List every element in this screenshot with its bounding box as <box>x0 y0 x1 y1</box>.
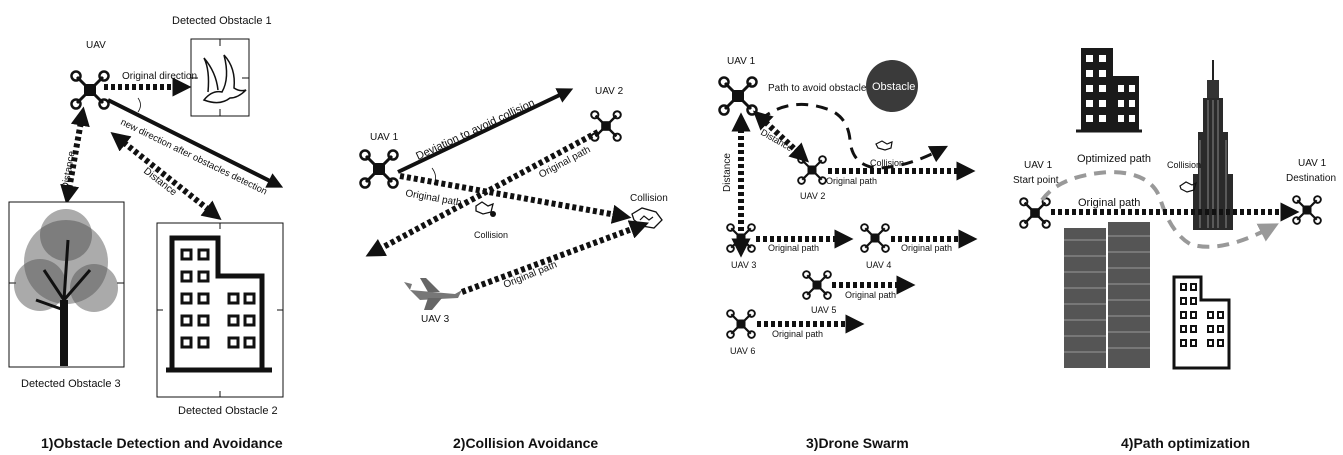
drone-icon <box>1292 195 1322 225</box>
uav3-original-path <box>460 220 650 295</box>
collision-icon <box>631 207 663 229</box>
uav1-original-path <box>399 173 632 224</box>
collision-label-2: Collision <box>630 193 668 204</box>
uav3-label: UAV 3 <box>731 260 756 270</box>
caption-drone-swarm: 3)Drone Swarm <box>806 435 909 451</box>
uav4-label: UAV 4 <box>866 260 891 270</box>
caption-collision-avoidance: 2)Collision Avoidance <box>453 435 598 451</box>
collision-label-1: Collision <box>474 230 508 240</box>
drone-icon <box>797 155 827 185</box>
uav3-original-path-label: Original path <box>768 243 819 253</box>
uav1-destination-label: UAV 1 <box>1298 158 1327 169</box>
collision-icon <box>1179 181 1197 193</box>
uav1-label: UAV 1 <box>727 56 756 67</box>
plane-icon <box>404 278 462 310</box>
drone-icon <box>590 110 622 142</box>
uav-label: UAV <box>86 40 106 51</box>
obstacle-1-label: Detected Obstacle 1 <box>172 15 272 27</box>
uav2-label: UAV 2 <box>595 86 624 97</box>
distance-arrow-tree <box>60 106 90 205</box>
deviation-label: Deviation to avoid collision <box>414 97 537 163</box>
drone-icon <box>70 70 110 110</box>
obstacle-label: Obstacle <box>872 81 915 93</box>
building-icon <box>1076 48 1142 133</box>
distance-arrow-diagonal <box>752 110 810 163</box>
uav4-original-path-label: Original path <box>901 243 952 253</box>
start-point-label: Start point <box>1013 175 1059 186</box>
obstacle-circle <box>866 60 918 112</box>
building-obstacle <box>156 222 284 398</box>
drone-icon <box>1019 197 1051 229</box>
drone-icon <box>726 309 756 339</box>
uav3-label: UAV 3 <box>421 314 450 325</box>
uav5-label: UAV 5 <box>811 305 836 315</box>
uav6-original-path-label: Original path <box>772 329 823 339</box>
panel-obstacle-detection: UAV Detected Obstacle 1 Original directi… <box>8 15 284 451</box>
twin-towers-icon <box>1064 222 1150 368</box>
original-direction-label: Original direction <box>122 71 197 82</box>
caption-path-optimization: 4)Path optimization <box>1121 435 1250 451</box>
obstacle-2-label: Detected Obstacle 2 <box>178 405 278 417</box>
uav5-original-path-label: Original path <box>845 290 896 300</box>
dove-icon <box>202 54 247 104</box>
skyscraper-icon <box>1193 60 1233 230</box>
uav2-original-path-label: Original path <box>826 176 877 186</box>
caption-obstacle-detection: 1)Obstacle Detection and Avoidance <box>41 435 283 451</box>
uav2-original-path <box>365 129 600 257</box>
uav1-label: UAV 1 <box>370 132 399 143</box>
drone-icon <box>718 76 758 116</box>
distance-label-vertical: Distance <box>722 153 733 192</box>
drone-icon <box>359 149 399 189</box>
deviation-arrow <box>397 88 574 174</box>
drone-icon <box>860 223 890 253</box>
optimized-path-label: Optimized path <box>1077 153 1151 165</box>
tree-obstacle <box>8 201 125 368</box>
panel-drone-swarm: UAV 1 Obstacle Path to avoid obstacle Di… <box>718 56 978 451</box>
destination-label: Destination <box>1286 173 1336 184</box>
panel-path-optimization: UAV 1 Start point UAV 1 Destination Opti… <box>1013 48 1336 451</box>
path-avoid-label: Path to avoid obstacle <box>768 83 867 94</box>
building-icon <box>1172 275 1231 370</box>
drone-icon <box>802 270 832 300</box>
uav6-label: UAV 6 <box>730 346 755 356</box>
collision-label: Collision <box>1167 160 1201 170</box>
collision-icon <box>475 201 496 217</box>
uav1-start-label: UAV 1 <box>1024 160 1053 171</box>
obstacle-3-label: Detected Obstacle 3 <box>21 378 121 390</box>
uav2-label: UAV 2 <box>800 191 825 201</box>
distance-label-tree: Distance <box>60 150 78 191</box>
panel-collision-avoidance: UAV 1 UAV 2 Deviation to avoid collision… <box>359 86 668 451</box>
uav1-original-path-label: Original path <box>404 188 462 209</box>
collision-icon <box>875 140 893 151</box>
avoid-path <box>759 102 949 170</box>
original-path-label: Original path <box>1078 197 1140 209</box>
optimized-path <box>1040 169 1279 249</box>
bird-obstacle <box>190 38 250 117</box>
collision-label: Collision <box>870 158 904 168</box>
